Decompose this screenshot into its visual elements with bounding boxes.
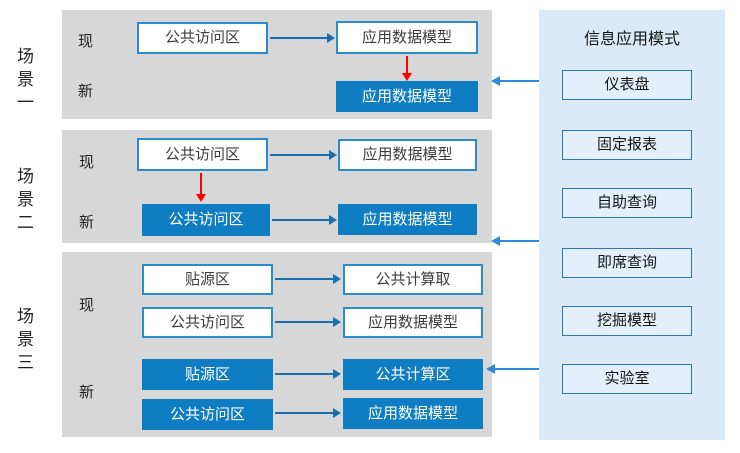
scene2-current-row-label: 现	[79, 155, 95, 171]
scene2-new-row-label: 新	[79, 215, 95, 231]
panel-item-self-service-query: 自助查询	[562, 188, 692, 218]
panel-title: 信息应用模式	[583, 31, 680, 48]
scene3-new-row1-left-box: 贴源区	[142, 359, 273, 390]
scene3-current-row2-right-box: 应用数据模型	[343, 307, 483, 338]
flow-arrow-icon	[270, 154, 329, 156]
scene2-current-left-box: 公共访问区	[137, 138, 268, 171]
flow-arrow-icon	[275, 321, 333, 323]
scene1-label: 场景一	[14, 47, 33, 116]
panel-link-arrow-icon	[500, 240, 539, 242]
flow-arrow-icon	[272, 219, 329, 221]
info-application-panel: 信息应用模式 仪表盘 固定报表 自助查询 即席查询 挖掘模型 实验室	[539, 10, 725, 440]
scene1-new-right-box: 应用数据模型	[336, 81, 478, 112]
scene3-new-row2-left-box: 公共访问区	[142, 399, 273, 430]
flow-arrow-icon	[275, 412, 333, 414]
panel-link-arrow-icon	[500, 80, 539, 82]
scene1-new-row-label: 新	[78, 84, 94, 100]
scene3-label: 场景三	[14, 307, 33, 376]
flow-arrow-icon	[275, 278, 333, 280]
panel-item-laboratory: 实验室	[562, 364, 692, 394]
scene3-current-row1-right-box: 公共计算取	[343, 264, 483, 295]
panel-item-mining-model: 挖掘模型	[562, 306, 692, 336]
scene1-current-left-box: 公共访问区	[137, 22, 268, 54]
scene2-label: 场景二	[14, 167, 33, 236]
panel-link-arrow-icon	[495, 368, 539, 370]
panel-item-dashboard: 仪表盘	[562, 70, 692, 100]
scene3-current-row-label: 现	[79, 298, 95, 314]
red-transition-arrow-icon	[406, 56, 408, 73]
scene3-current-row1-left-box: 贴源区	[142, 264, 273, 295]
scene3-new-row-label: 新	[79, 385, 95, 401]
scene2-current-right-box: 应用数据模型	[338, 139, 477, 171]
panel-item-fixed-report: 固定报表	[562, 130, 692, 160]
flow-arrow-icon	[275, 373, 333, 375]
scene1-current-row-label: 现	[78, 34, 94, 50]
red-transition-arrow-icon	[200, 173, 202, 194]
scene1-current-right-box: 应用数据模型	[336, 21, 478, 54]
scene3-new-row1-right-box: 公共计算区	[343, 359, 483, 390]
panel-item-adhoc-query: 即席查询	[562, 248, 692, 278]
scene2-new-right-box: 应用数据模型	[338, 204, 477, 235]
scene3-current-row2-left-box: 公共访问区	[142, 307, 273, 338]
flow-arrow-icon	[270, 37, 327, 39]
scene3-new-row2-right-box: 应用数据模型	[343, 398, 483, 429]
scene2-new-left-box: 公共访问区	[142, 204, 270, 236]
